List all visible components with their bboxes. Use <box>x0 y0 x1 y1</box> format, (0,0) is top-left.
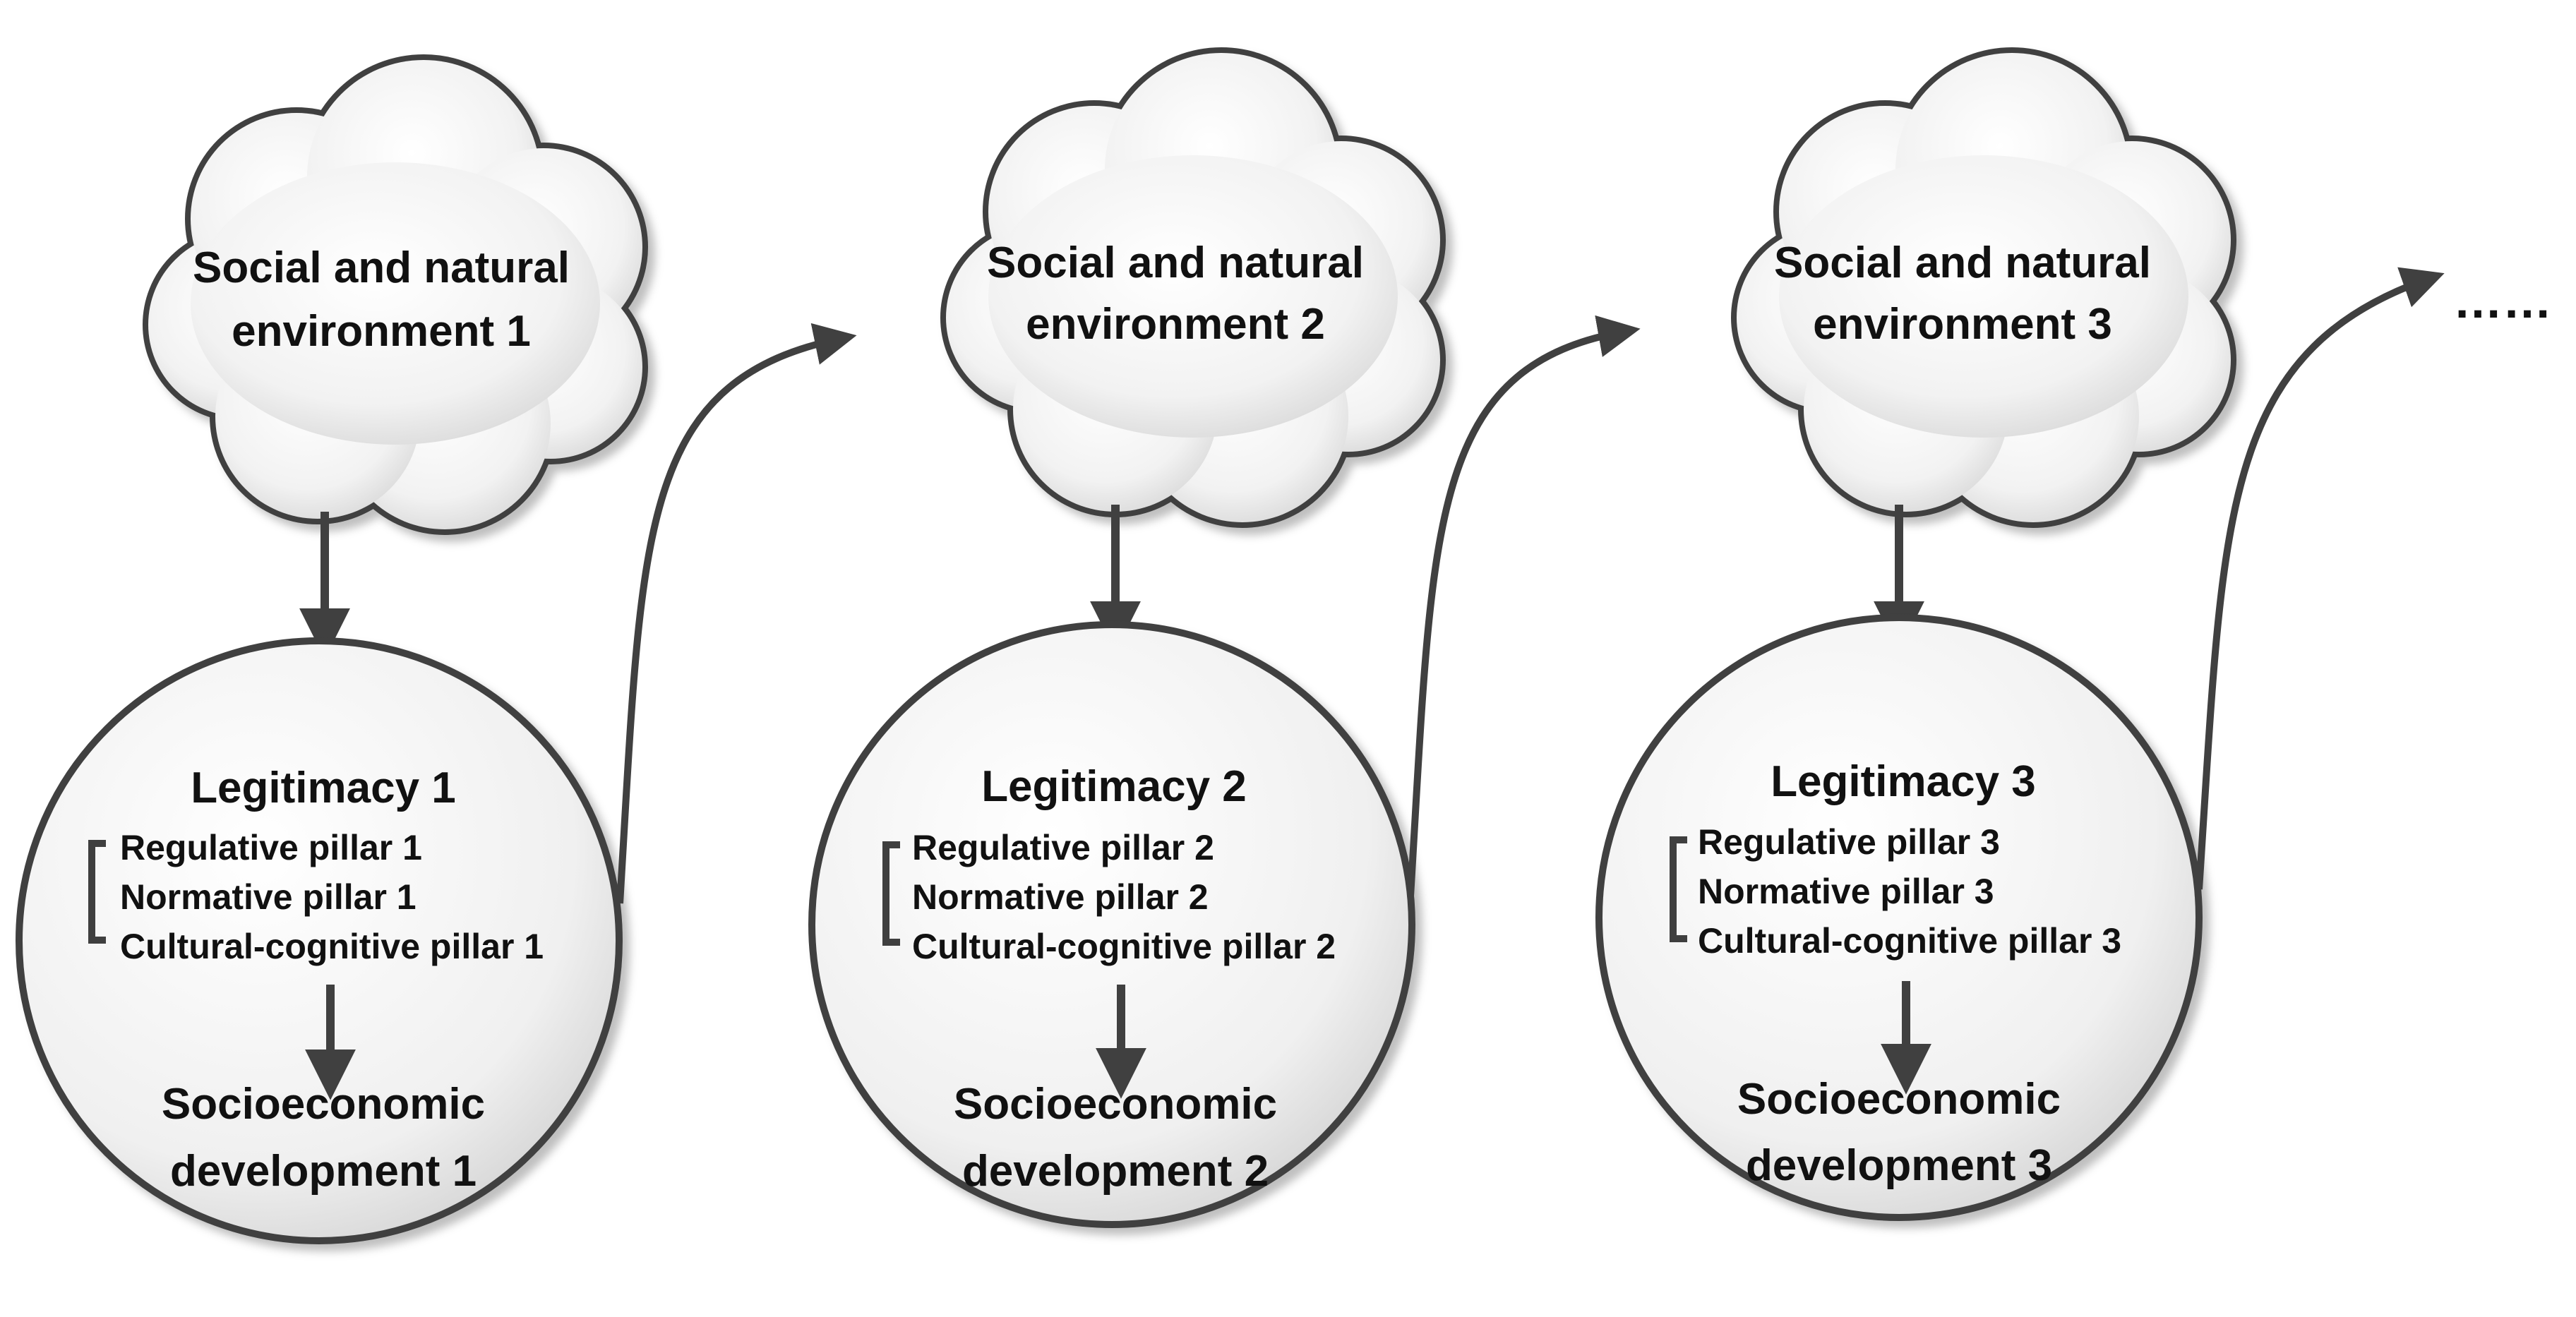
environment-cloud-2 <box>946 53 1440 522</box>
development-label-line1: Socioeconomic <box>1737 1075 2061 1124</box>
pillar-bracket <box>882 841 900 946</box>
environment-label-line1: Social and natural <box>987 239 1364 287</box>
development-label-line2: development 2 <box>962 1147 1269 1196</box>
legitimacy-circle-1 <box>16 637 623 1244</box>
pillar-regulative: Regulative pillar 3 <box>1698 822 2000 862</box>
environment-label-line2: environment 3 <box>1813 300 2112 349</box>
legitimacy-circle-2 <box>808 621 1415 1228</box>
legitimacy-title: Legitimacy 3 <box>1771 757 2036 806</box>
pillar-normative: Normative pillar 3 <box>1698 872 1994 911</box>
pillar-bracket <box>1670 836 1687 942</box>
pillar-cultural-cognitive: Cultural-cognitive pillar 2 <box>912 927 1336 966</box>
environment-label-line1: Social and natural <box>193 243 570 292</box>
arrow-stage2-to-stage3 <box>1407 315 1641 897</box>
development-label-line1: Socioeconomic <box>954 1080 1277 1129</box>
environment-label-line2: environment 2 <box>1026 300 1325 349</box>
pillar-cultural-cognitive: Cultural-cognitive pillar 3 <box>1698 921 2121 961</box>
pillar-bracket <box>88 840 106 944</box>
stage-1: Social and natural environment 1 Legitim… <box>16 60 642 1244</box>
legitimacy-title: Legitimacy 1 <box>191 764 456 812</box>
pillar-normative: Normative pillar 2 <box>912 877 1209 917</box>
environment-label-line1: Social and natural <box>1774 239 2151 287</box>
pillar-regulative: Regulative pillar 2 <box>912 828 1214 867</box>
pillar-normative: Normative pillar 1 <box>120 877 417 917</box>
stage-3: Social and natural environment 3 Legitim… <box>1595 53 2231 1221</box>
pillar-cultural-cognitive: Cultural-cognitive pillar 1 <box>120 927 544 966</box>
development-label-line1: Socioeconomic <box>162 1080 485 1129</box>
environment-cloud-3 <box>1737 53 2231 522</box>
legitimacy-title: Legitimacy 2 <box>981 762 1247 811</box>
legitimacy-circle-3 <box>1595 614 2203 1221</box>
environment-label-line2: environment 1 <box>232 307 531 356</box>
continuation-ellipsis: …… <box>2453 273 2552 328</box>
development-label-line2: development 3 <box>1746 1141 2052 1190</box>
environment-cloud-1 <box>148 60 642 529</box>
stage-2: Social and natural environment 2 Legitim… <box>808 53 1440 1228</box>
pillar-regulative: Regulative pillar 1 <box>120 828 422 867</box>
arrow-stage1-to-stage2 <box>616 323 857 904</box>
development-label-line2: development 1 <box>170 1147 477 1196</box>
arrow-stage3-to-next <box>2195 267 2445 890</box>
